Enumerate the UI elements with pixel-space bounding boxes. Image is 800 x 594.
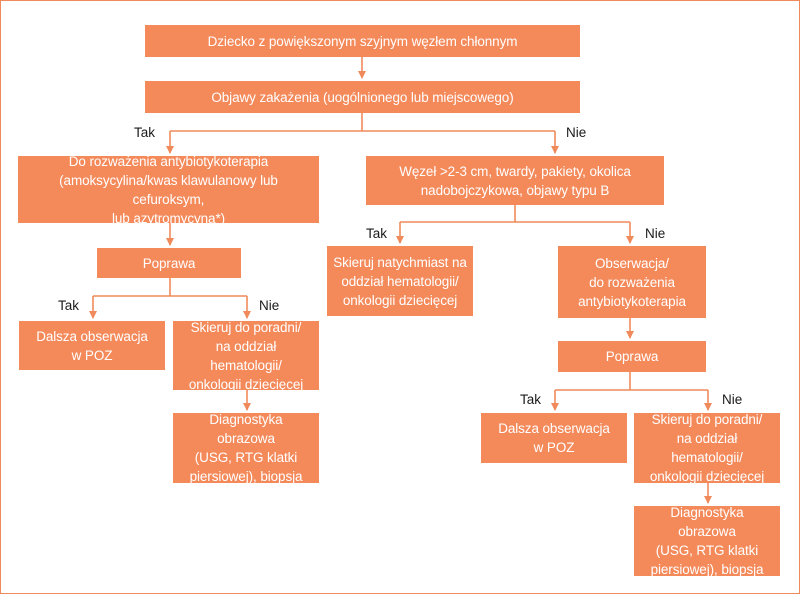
label-yes-improve-left: Tak xyxy=(58,298,80,313)
node-diagnostics-left: Diagnostyka obrazowa (USG, RTG klatki pi… xyxy=(173,412,319,484)
label-no-improve-left: Nie xyxy=(259,298,280,313)
label-yes-infection: Tak xyxy=(134,125,156,140)
node-infection: Objawy zakażenia (uogólnionego lub miejs… xyxy=(145,81,580,113)
label-no-improve-right: Nie xyxy=(722,392,743,407)
label-yes-node-criteria: Tak xyxy=(366,226,388,241)
node-urgent-referral: Skieruj natychmiast na oddział hematolog… xyxy=(327,246,473,316)
node-diagnostics-right: Diagnostyka obrazowa (USG, RTG klatki pi… xyxy=(634,505,780,577)
node-referral-right: Skieruj do poradni/ na oddział hematolog… xyxy=(634,412,780,484)
label-no-infection: Nie xyxy=(566,125,587,140)
label-no-node-criteria: Nie xyxy=(645,226,666,241)
node-node-criteria: Węzeł >2-3 cm, twardy, pakiety, okolica … xyxy=(366,156,664,205)
node-improve-left: Poprawa xyxy=(97,248,241,278)
label-yes-improve-right: Tak xyxy=(520,392,542,407)
node-root: Dziecko z powiększonym szyjnym węzłem ch… xyxy=(145,25,580,57)
node-further-obs-right: Dalsza obserwacja w POZ xyxy=(481,413,627,463)
node-further-obs-left: Dalsza obserwacja w POZ xyxy=(19,321,165,370)
node-antibiotic-left: Do rozważenia antybiotykoterapia (amoksy… xyxy=(18,154,319,226)
node-referral-left: Skieruj do poradni/ na oddział hematolog… xyxy=(173,320,319,392)
node-improve-right: Poprawa xyxy=(558,341,706,372)
node-observe-antibiotic: Obserwacja/ do rozważenia antybiotykoter… xyxy=(558,246,706,318)
